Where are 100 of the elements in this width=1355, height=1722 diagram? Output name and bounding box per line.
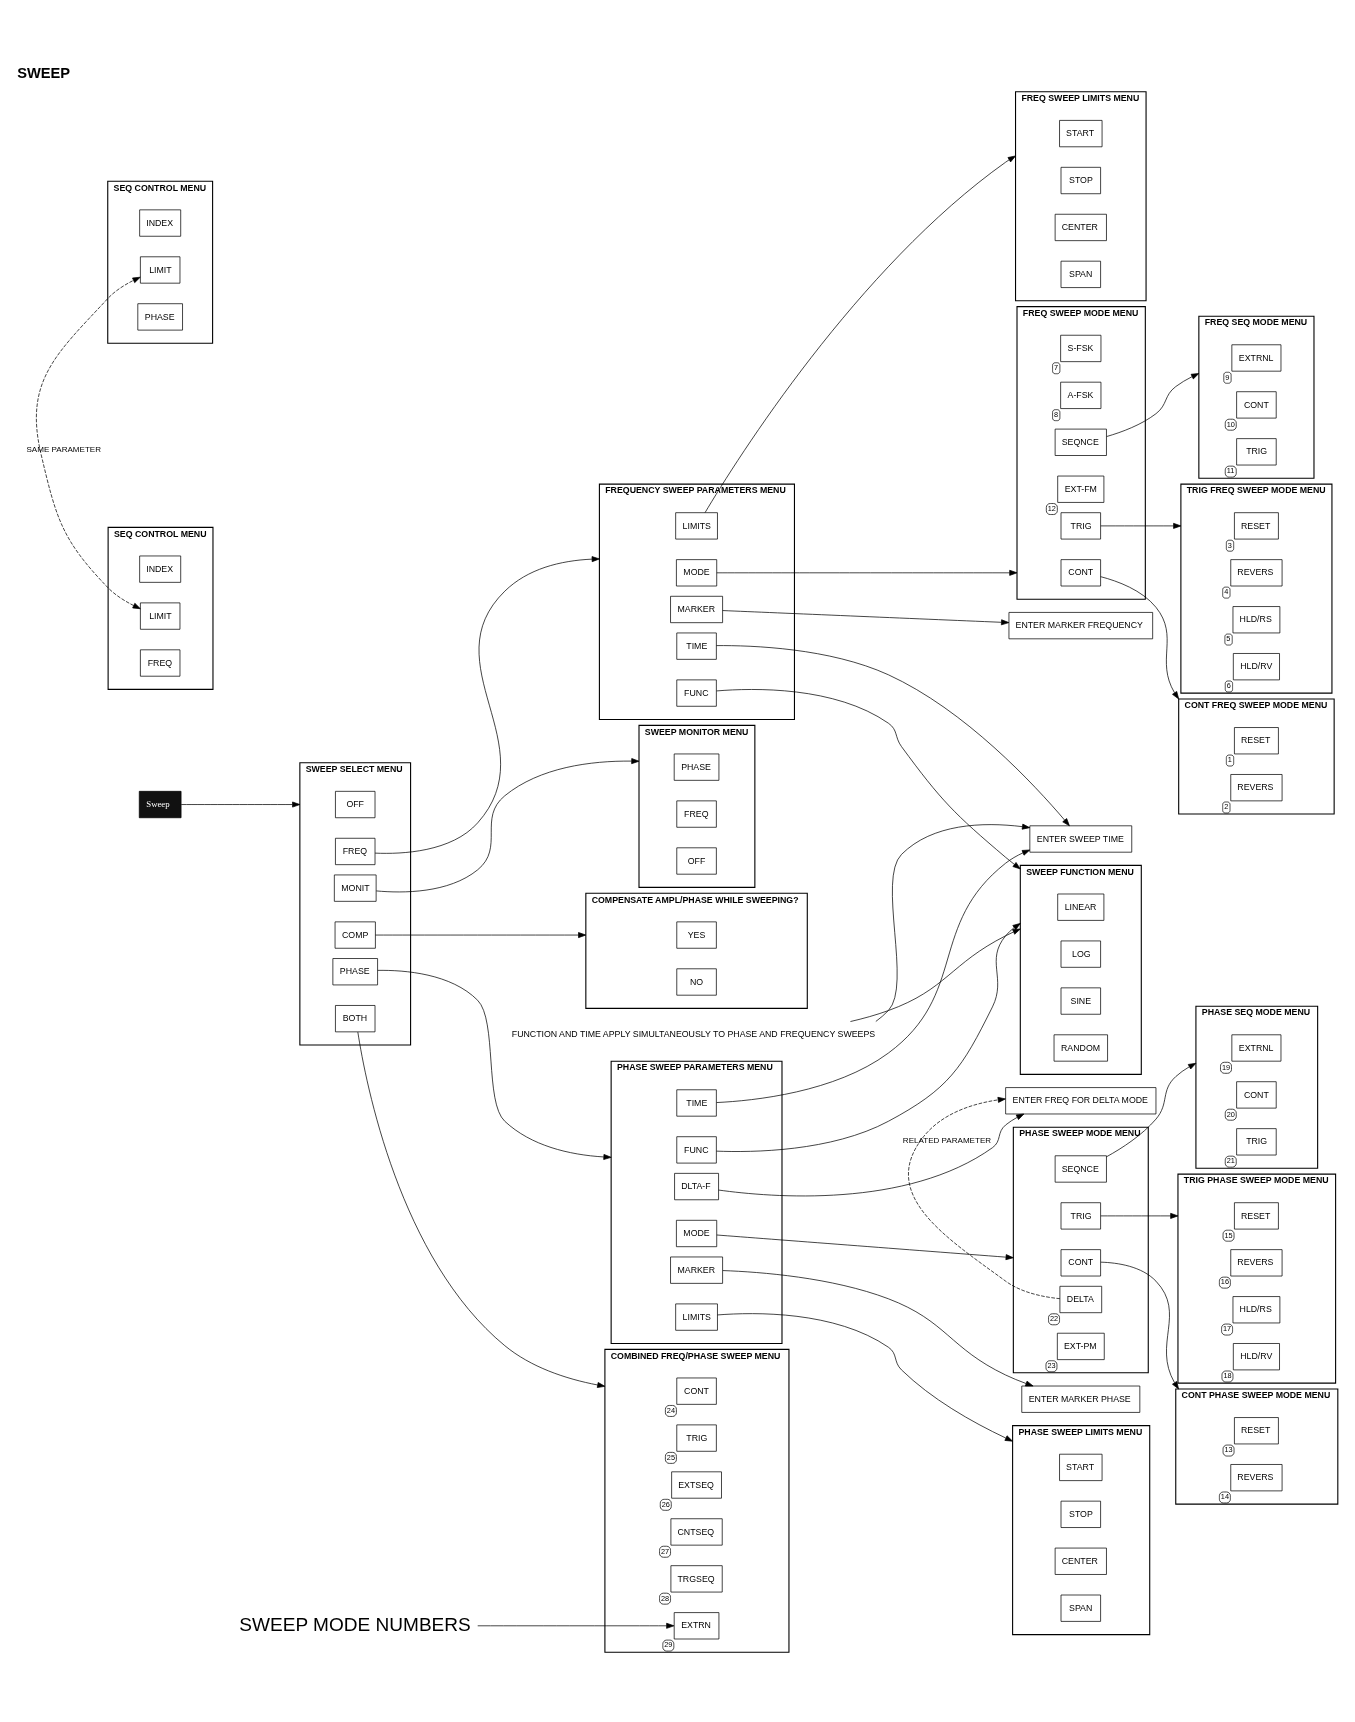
arrow [716, 569, 1018, 576]
node-label: 18 [1223, 1371, 1232, 1381]
node-box: CONT [1060, 1249, 1101, 1277]
arrow [716, 689, 1021, 870]
arrow [357, 1031, 606, 1388]
arrow [477, 1622, 675, 1629]
node-box: LIMITS [675, 1303, 718, 1331]
node-label: 9 [1225, 372, 1230, 382]
node-label: 15 [1224, 1230, 1233, 1240]
node-box: LIMIT [140, 602, 181, 630]
node-box: SINE [1060, 987, 1101, 1015]
node-box: SPAN [1060, 260, 1101, 288]
arrow [722, 610, 1010, 626]
arrow [1106, 1062, 1197, 1158]
node-label: 1 [1227, 755, 1232, 765]
arrow [722, 1270, 1034, 1387]
node-box: STOP [1060, 166, 1101, 195]
node-box: SEQNCE [1054, 428, 1107, 456]
arrow [718, 1113, 1025, 1197]
arrow [1100, 576, 1180, 700]
node-box: LIMITS [675, 512, 718, 540]
node-box: YES [676, 921, 717, 949]
arrow [377, 970, 612, 1160]
node-box: PHASE [673, 753, 720, 781]
node-label: 17 [1223, 1324, 1232, 1334]
arrow [704, 155, 1016, 513]
node-box: CENTER [1054, 213, 1107, 241]
node-box: PHASE [332, 958, 378, 986]
node-box: OFF [335, 790, 376, 819]
node-box: TRIG [1060, 1202, 1101, 1230]
arrow [716, 645, 1070, 827]
node-label: 14 [1220, 1492, 1230, 1502]
node-label: 6 [1226, 681, 1231, 691]
arrow [1100, 1261, 1179, 1390]
arrow [716, 923, 1021, 1152]
node-label: 29 [664, 1640, 673, 1650]
node-label: 22 [1050, 1314, 1059, 1324]
node-box: ENTER FREQ FOR DELTA MODE [1005, 1087, 1157, 1115]
node-label: 28 [661, 1593, 670, 1603]
arrow [36, 276, 141, 610]
node-box: Sweep [138, 790, 182, 819]
node-box: LINEAR [1057, 893, 1105, 921]
node-box: BOTH [335, 1005, 376, 1033]
arrow [908, 1096, 1061, 1300]
node-label: 21 [1226, 1156, 1235, 1166]
node-box: COMP [334, 921, 376, 949]
node-box: INDEX [139, 209, 182, 237]
node-box: ENTER MARKER FREQUENCY [1008, 612, 1154, 640]
node-box: MONIT [333, 874, 377, 902]
node-box: RANDOM [1053, 1034, 1108, 1062]
node-box: PHASE [137, 303, 183, 331]
node-box: FREQ [140, 649, 181, 677]
edge-label: RELATED PARAMETER [902, 1136, 992, 1146]
node-box: CONT [1060, 559, 1101, 587]
node-box: OFF [676, 847, 717, 875]
arrow [180, 801, 301, 808]
node-label: 16 [1220, 1277, 1230, 1287]
node-label: 2 [1224, 802, 1229, 812]
node-label: 20 [1226, 1109, 1235, 1119]
arrow [1100, 522, 1182, 529]
node-label: 25 [666, 1452, 676, 1462]
node-box: STOP [1060, 1500, 1101, 1528]
edge-label: SAME PARAMETER [26, 444, 102, 454]
arrow [875, 823, 1031, 1022]
node-box: FREQ [335, 837, 376, 866]
node-label: 13 [1224, 1445, 1233, 1455]
node-box: SEQNCE [1054, 1155, 1107, 1183]
arrow [850, 928, 1021, 1022]
node-box: LIMIT [140, 256, 181, 284]
node-box: START [1059, 1453, 1103, 1481]
node-box: TIME [676, 1089, 717, 1117]
node-label: 4 [1224, 587, 1229, 597]
node-label: 19 [1221, 1062, 1231, 1072]
node-box: FREQ [676, 800, 717, 828]
node-label: 12 [1047, 503, 1056, 513]
node-box: NO [676, 968, 717, 996]
node-text: SWEEP MODE NUMBERS [239, 1613, 471, 1635]
node-box: ENTER MARKER PHASE [1021, 1385, 1141, 1413]
node-label: 7 [1054, 363, 1059, 373]
node-label: 10 [1226, 419, 1235, 429]
node-box: TIME [676, 632, 717, 660]
node-box: TRIG [1060, 512, 1101, 540]
arrow [1106, 373, 1200, 437]
node-label: 8 [1054, 410, 1059, 419]
node-box: MODE [676, 559, 718, 587]
arrow [716, 1234, 1014, 1261]
arrow [716, 849, 1031, 1103]
node-label: 27 [661, 1546, 670, 1556]
arrow [1100, 1212, 1179, 1219]
node-box: CENTER [1054, 1547, 1107, 1575]
node-box: LOG [1060, 940, 1101, 968]
node-box: MARKER [670, 1256, 723, 1284]
node-box: SPAN [1060, 1594, 1101, 1622]
node-label: 3 [1227, 540, 1232, 550]
node-box: INDEX [139, 555, 182, 583]
diagram-title: SWEEP [17, 64, 71, 81]
arrow [375, 932, 587, 938]
node-box: MARKER [670, 595, 723, 624]
node-box: START [1059, 120, 1103, 148]
node-box: FUNC [676, 1136, 717, 1164]
